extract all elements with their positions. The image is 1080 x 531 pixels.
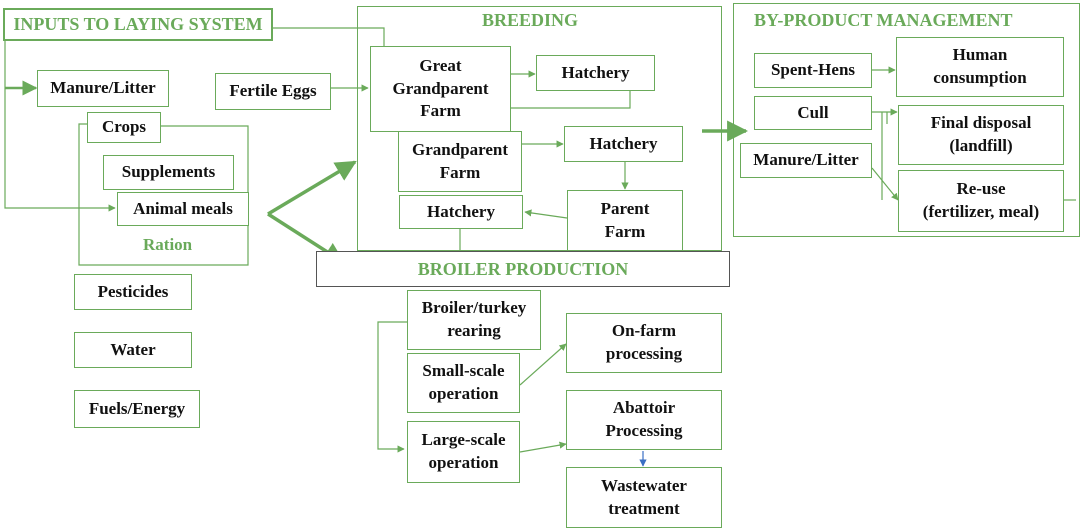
manure-litter-input: Manure/Litter <box>37 70 169 107</box>
breeding-title: BREEDING <box>482 10 579 30</box>
grandparent-farm: Grandparent Farm <box>398 131 522 192</box>
arrow-ration-to-breeding <box>267 160 357 216</box>
parent-farm: Parent Farm <box>567 190 683 251</box>
line-left-feed <box>4 38 116 212</box>
ration-label: Ration <box>143 235 193 254</box>
crops-input: Crops <box>87 112 161 143</box>
arrow-large-to-abattoir <box>519 441 567 453</box>
great-grandparent-farm: Great Grandparent Farm <box>370 46 511 132</box>
spent-hens: Spent-Hens <box>754 53 872 88</box>
arrow-small-to-onfarm <box>519 343 567 386</box>
animal-meals-input: Animal meals <box>117 192 249 226</box>
wastewater-treatment: Wastewater treatment <box>566 467 722 528</box>
on-farm-processing: On-farm processing <box>566 313 722 373</box>
reuse-fertilizer-meal: Re-use (fertilizer, meal) <box>898 170 1064 232</box>
arrow-parent-to-hatchery <box>524 209 568 219</box>
inputs-title: INPUTS TO LAYING SYSTEM <box>3 8 273 41</box>
byproduct-title: BY-PRODUCT MANAGEMENT <box>754 10 1013 30</box>
abattoir-processing: Abattoir Processing <box>566 390 722 450</box>
supplements-input: Supplements <box>103 155 234 190</box>
broiler-production-banner: BROILER PRODUCTION <box>316 251 730 287</box>
line-rearing-bracket <box>377 321 407 453</box>
small-scale-operation: Small-scale operation <box>407 353 520 413</box>
line-inputs-title-to-breeding <box>270 27 385 46</box>
broiler-turkey-rearing: Broiler/turkey rearing <box>407 290 541 350</box>
cull: Cull <box>754 96 872 130</box>
arrow-manure-to-reuse <box>871 167 899 201</box>
water-input: Water <box>74 332 192 368</box>
human-consumption: Human consumption <box>896 37 1064 97</box>
fuels-energy-input: Fuels/Energy <box>74 390 200 428</box>
pesticides-input: Pesticides <box>74 274 192 310</box>
large-scale-operation: Large-scale operation <box>407 421 520 483</box>
fertile-eggs-input: Fertile Eggs <box>215 73 331 110</box>
hatchery-1: Hatchery <box>536 55 655 91</box>
line-crops-to-ration <box>78 123 249 266</box>
line-cull-branch <box>881 112 888 200</box>
hatchery-2: Hatchery <box>564 126 683 162</box>
breeding-region <box>357 6 722 251</box>
final-disposal-landfill: Final disposal (landfill) <box>898 105 1064 165</box>
manure-litter-byproduct: Manure/Litter <box>740 143 872 178</box>
line-hatchery-return <box>511 91 631 109</box>
hatchery-3: Hatchery <box>399 195 523 229</box>
